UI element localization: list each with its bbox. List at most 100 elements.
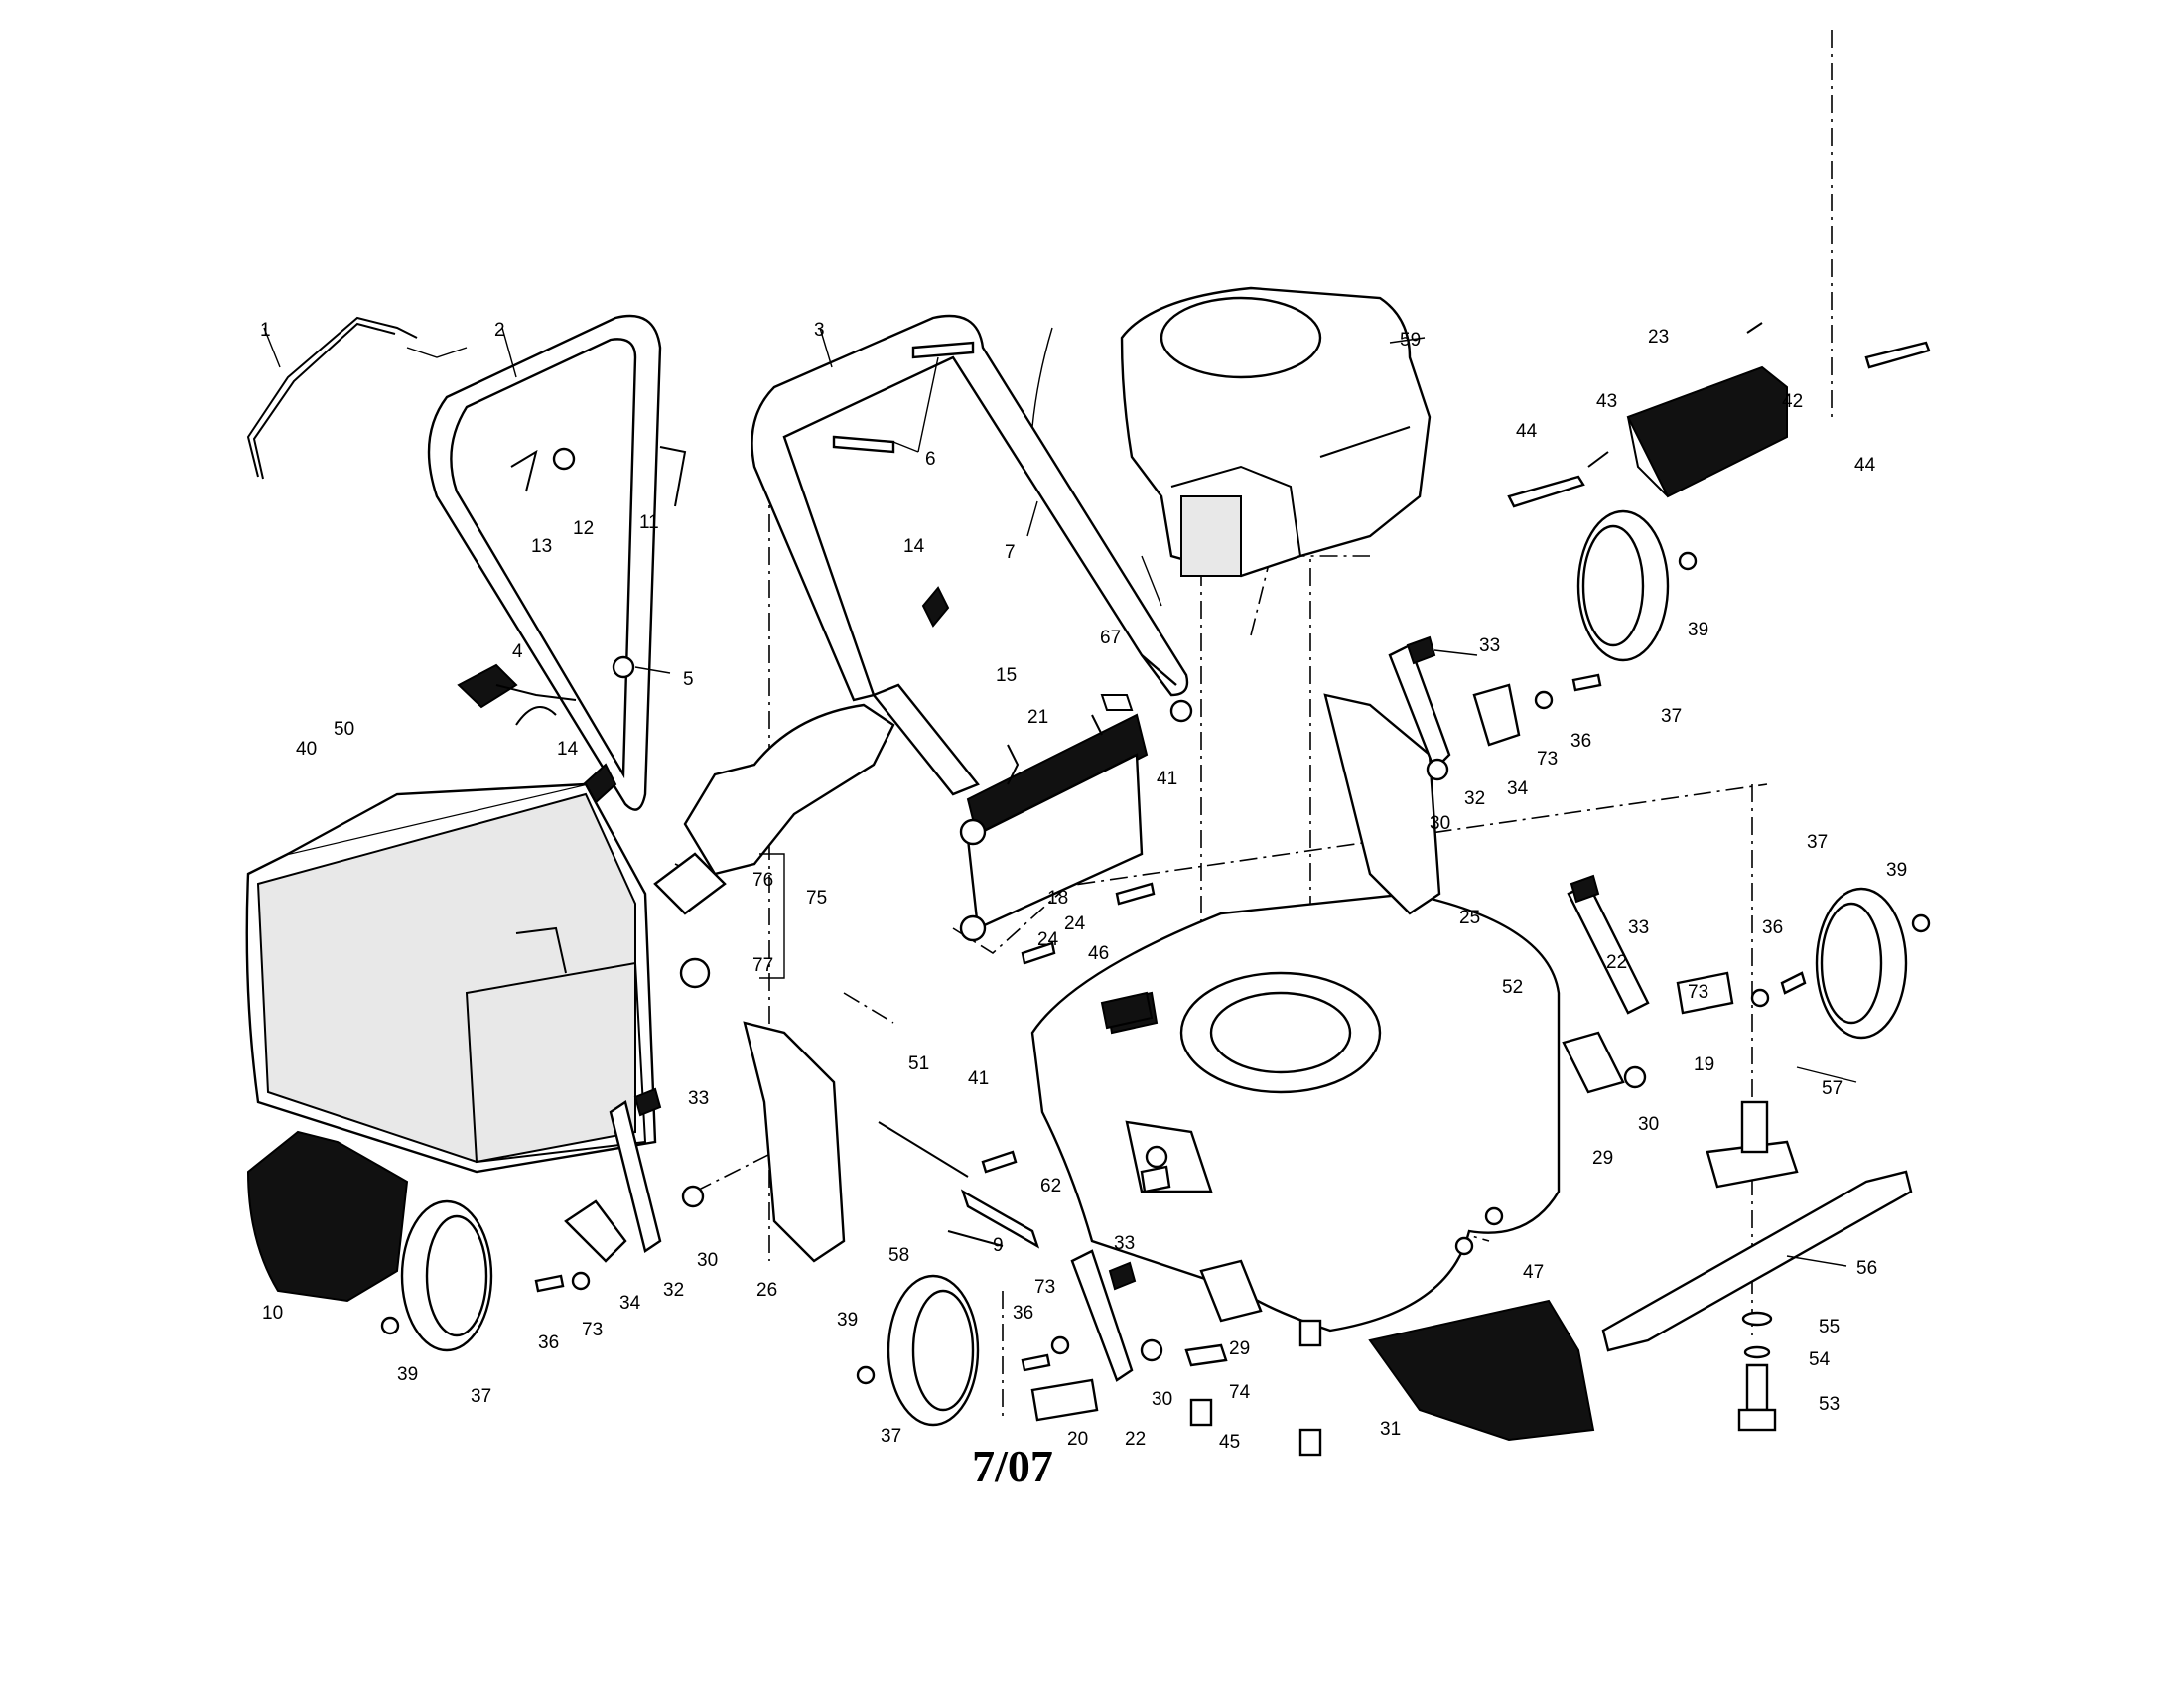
part-37-wheels <box>400 509 1908 1427</box>
callout-34-a: 34 <box>1507 778 1529 799</box>
part-33-lever-grips <box>633 635 1600 1291</box>
callout-21: 21 <box>1027 707 1048 728</box>
part-51-9-rear-axle <box>878 1121 1040 1249</box>
washers-30-73 <box>571 690 1770 1362</box>
callout-14-b: 14 <box>557 739 579 760</box>
callout-34-b: 34 <box>619 1293 641 1314</box>
part-10-mulch-plug <box>246 1130 409 1303</box>
part-52-mower-deck <box>1030 892 1561 1333</box>
clips-15-67 <box>1007 694 1193 785</box>
callout-45: 45 <box>1219 1432 1240 1453</box>
hardware-small <box>510 341 975 679</box>
callout-30-b: 30 <box>1638 1114 1659 1135</box>
bolts-misc <box>534 673 1807 1457</box>
callout-37-b: 37 <box>1807 832 1828 853</box>
callout-37-c: 37 <box>471 1386 491 1407</box>
callout-47: 47 <box>1523 1262 1544 1283</box>
callout-23: 23 <box>1648 327 1669 348</box>
callout-22-a: 22 <box>1606 952 1627 973</box>
callout-33-c: 33 <box>688 1088 709 1109</box>
part-23-rear-shield <box>1626 365 1788 498</box>
callout-50: 50 <box>334 719 354 740</box>
callout-39-d: 39 <box>837 1310 858 1331</box>
callout-14-a: 14 <box>903 536 925 557</box>
part-7-cable <box>1031 327 1053 428</box>
callout-41-a: 41 <box>1157 769 1177 789</box>
callout-29-b: 29 <box>1229 1338 1250 1359</box>
parts-53-55-blade-bolt <box>1737 1311 1777 1432</box>
callout-56: 56 <box>1856 1258 1877 1279</box>
callout-73-b: 73 <box>1688 982 1708 1003</box>
part-32-34-height-levers <box>564 643 1734 1422</box>
callout-46: 46 <box>1088 943 1109 964</box>
part-40-grass-bag <box>245 782 657 1174</box>
part-59-engine <box>1120 286 1432 578</box>
callout-73-c: 73 <box>582 1320 603 1340</box>
callout-55: 55 <box>1819 1317 1840 1337</box>
callout-39-a: 39 <box>1688 620 1708 640</box>
callout-62: 62 <box>1040 1176 1061 1196</box>
part-56-blade <box>1601 1170 1913 1352</box>
callout-24-a: 24 <box>1064 913 1086 934</box>
part-31-discharge-baffle <box>1368 1299 1595 1442</box>
callout-33-b: 33 <box>1628 917 1649 938</box>
callout-73-d: 73 <box>1034 1277 1055 1298</box>
callout-1: 1 <box>260 320 271 341</box>
part-2-upper-handle <box>427 314 662 811</box>
part-25-26-height-brackets <box>743 693 1441 1263</box>
part-39-nuts <box>380 551 1931 1385</box>
callout-36-b: 36 <box>1762 917 1783 938</box>
callout-53: 53 <box>1819 1394 1840 1415</box>
callout-52: 52 <box>1502 977 1523 998</box>
part-21-rear-flap <box>959 713 1149 942</box>
callout-30-d: 30 <box>1152 1389 1172 1410</box>
callout-36-d: 36 <box>1013 1303 1033 1324</box>
part-4-cable-lever <box>457 663 577 726</box>
callout-43: 43 <box>1596 391 1617 412</box>
callout-22-b: 22 <box>1125 1429 1146 1450</box>
callout-31: 31 <box>1380 1419 1401 1440</box>
part-62-insert <box>1140 1165 1171 1193</box>
callout-25: 25 <box>1459 908 1480 928</box>
callout-30-a: 30 <box>1430 813 1450 834</box>
callout-58: 58 <box>888 1245 909 1266</box>
callout-39-b: 39 <box>1886 860 1907 881</box>
callout-44-a: 44 <box>1516 421 1538 442</box>
callout-20: 20 <box>1067 1429 1088 1450</box>
callout-5: 5 <box>683 669 694 690</box>
callout-labels: 1 2 3 4 5 6 7 9 10 11 12 13 14 14 15 18 … <box>260 320 1907 1453</box>
part-75-hinge-bracket <box>653 703 895 989</box>
callout-13: 13 <box>531 536 552 557</box>
callout-75: 75 <box>806 888 827 909</box>
callout-9: 9 <box>993 1235 1004 1256</box>
callout-39-c: 39 <box>397 1364 418 1385</box>
callout-74: 74 <box>1229 1382 1251 1403</box>
callout-36-a: 36 <box>1570 731 1591 752</box>
callout-33-d: 33 <box>1114 1233 1135 1254</box>
callout-37-a: 37 <box>1661 706 1682 727</box>
callout-10: 10 <box>262 1303 283 1324</box>
bracket-75 <box>759 853 785 979</box>
callout-33-a: 33 <box>1479 635 1500 656</box>
callout-44-b: 44 <box>1854 455 1876 476</box>
footer-date-code: 7/07 <box>972 1441 1053 1491</box>
callout-15: 15 <box>996 665 1017 686</box>
callout-30-c: 30 <box>697 1250 718 1271</box>
callout-32-b: 32 <box>663 1280 684 1301</box>
callout-7: 7 <box>1005 542 1016 563</box>
callout-19: 19 <box>1694 1054 1714 1075</box>
callout-42: 42 <box>1782 391 1803 412</box>
callout-26: 26 <box>756 1280 777 1301</box>
part-1-control-bail <box>246 316 468 480</box>
callout-3: 3 <box>814 320 825 341</box>
part-3-lower-handle <box>751 314 1189 796</box>
callout-6: 6 <box>925 449 936 470</box>
part-46-grommet <box>1100 991 1154 1030</box>
callout-11: 11 <box>639 512 659 533</box>
callout-51: 51 <box>908 1053 929 1074</box>
callout-37-d: 37 <box>881 1426 901 1447</box>
callout-73-a: 73 <box>1537 749 1558 770</box>
callout-57: 57 <box>1822 1078 1843 1099</box>
callout-24-b: 24 <box>1037 929 1059 950</box>
